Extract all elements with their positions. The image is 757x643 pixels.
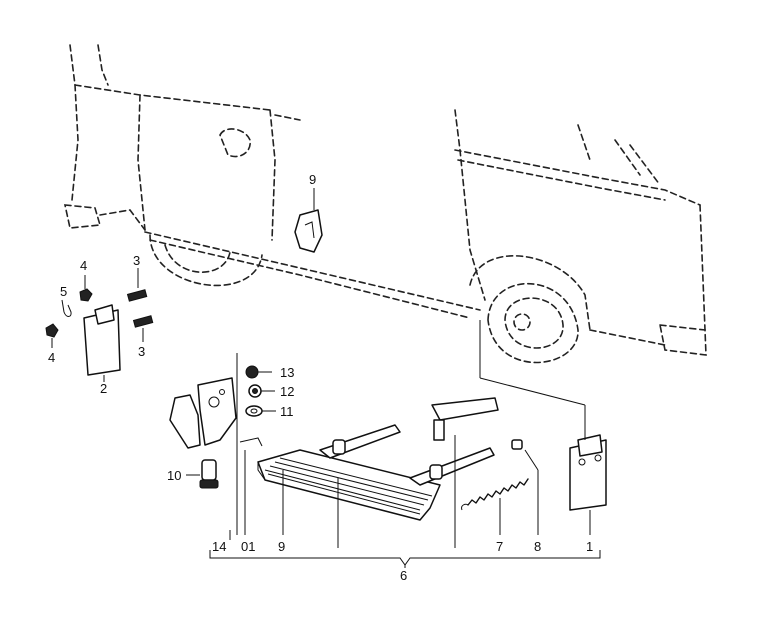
bolt-part-10 [186,459,219,489]
label-11: 11 [280,404,294,419]
label-4-upper: 4 [80,258,87,273]
label-12: 12 [280,384,294,399]
nut-part-13 [245,365,272,379]
fastener-part-4-lower [45,323,59,348]
label-14: 14 [212,539,226,554]
bushing-part-8 [511,439,539,471]
mud-flap-part-1 [569,434,607,511]
running-board-step [239,397,499,521]
bolt-part-3-upper [126,268,148,302]
label-6: 6 [400,568,407,583]
label-9-top: 9 [309,172,316,187]
washer-part-11 [245,405,276,417]
lock-washer-part-12 [248,384,275,398]
leader-lines [103,320,601,568]
label-01: 01 [241,539,255,554]
bracket-part-9 [294,188,323,253]
fastener-part-4-upper [79,275,93,302]
mud-flap-part-2 [83,304,121,380]
label-3-upper: 3 [133,253,140,268]
bracket-assembly-left [169,377,237,449]
label-10: 10 [167,468,181,483]
label-8: 8 [534,539,541,554]
vehicle-body-outline [63,44,707,364]
label-9-bottom: 9 [278,539,285,554]
label-4-lower: 4 [48,350,55,365]
clip-part-5 [61,299,72,317]
label-7: 7 [496,539,503,554]
spring-part-7 [461,478,529,511]
label-1: 1 [586,539,593,554]
callout-labels: 9 4 5 4 3 3 2 13 12 11 10 14 01 9 7 8 1 … [48,172,593,583]
label-3-lower: 3 [138,344,145,359]
label-5: 5 [60,284,67,299]
label-2: 2 [100,381,107,396]
label-13: 13 [280,365,294,380]
bolt-part-3-lower [132,315,154,342]
